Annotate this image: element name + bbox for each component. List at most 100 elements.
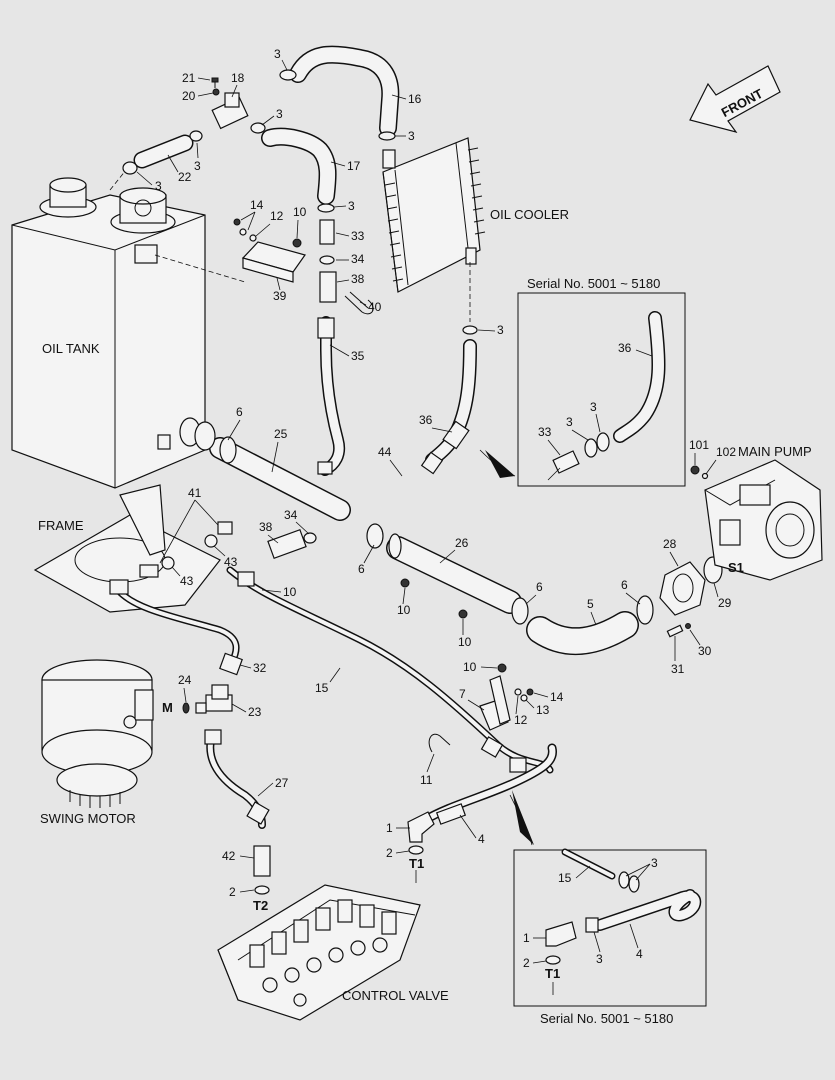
bracket-7 [428,663,534,753]
part-label: 10 [397,603,411,617]
inset-top-serial: Serial No. 5001 ~ 5180 [527,276,660,291]
part-label: 43 [224,555,238,569]
part-label: 33 [351,229,365,243]
port-t2: T2 [253,898,268,913]
hose-clamps [122,69,478,335]
part-label: 43 [180,574,194,588]
inset-top [479,292,686,487]
oil-tank-caption: OIL TANK [42,341,100,356]
part-label: 22 [178,170,192,184]
control-valve-caption: CONTROL VALVE [342,988,449,1003]
port-m: M [162,700,173,715]
part-label: 14 [250,198,264,212]
main-pump [690,459,823,581]
swing-motor [41,659,154,808]
part-label: 34 [351,252,365,266]
cooler-fins [384,147,486,282]
part-label: 27 [275,776,289,790]
part-label: 15 [558,871,572,885]
part-label: 32 [253,661,267,675]
inset-bottom-serial: Serial No. 5001 ~ 5180 [540,1011,673,1026]
part-label: 33 [538,425,552,439]
port-t1-inset: T1 [545,966,560,981]
part-label: 6 [621,578,628,592]
control-valve [217,884,421,1021]
part-label: 18 [231,71,245,85]
part-label: 28 [663,537,677,551]
oil-cooler-caption: OIL COOLER [490,207,569,222]
part-labels: 3 16 3 21 20 18 3 3 22 3 17 3 14 12 10 3… [136,47,736,970]
part-label: 15 [315,681,329,695]
part-label: 38 [351,272,365,286]
part-label: 3 [276,107,283,121]
part-label: 41 [188,486,202,500]
bracket-39 [233,218,306,283]
part-label: 2 [523,956,530,970]
part-label: 40 [368,300,382,314]
port-s1: S1 [728,560,744,575]
tee-fitting [211,77,249,130]
part-label: 14 [550,690,564,704]
oil-tank [11,177,206,489]
frame [33,484,221,613]
part-label: 1 [523,931,530,945]
part-label: 20 [182,89,196,103]
part-label: 29 [718,596,732,610]
part-label: 3 [155,179,162,193]
valve-spools [249,899,397,1007]
part-label: 3 [408,129,415,143]
part-label: 39 [273,289,287,303]
part-label: 7 [459,687,466,701]
part-label: 35 [351,349,365,363]
inset-bottom [509,790,707,1007]
part-label: 3 [651,856,658,870]
part-label: 24 [178,673,192,687]
frame-caption: FRAME [38,518,84,533]
suction-pipe-26 [366,523,529,625]
part-label: 10 [293,205,307,219]
pump-suction-flange [659,556,723,638]
swing-motor-caption: SWING MOTOR [40,811,136,826]
part-label: 38 [259,520,273,534]
part-label: 3 [348,199,355,213]
part-label: 102 [716,445,736,459]
oil-cooler [382,137,486,293]
part-label: 16 [408,92,422,106]
part-label: 10 [458,635,472,649]
part-label: 6 [358,562,365,576]
part-label: 11 [420,773,433,787]
part-label: 3 [566,415,573,429]
part-label: 6 [236,405,243,419]
part-label: 25 [274,427,288,441]
part-label: 26 [455,536,469,550]
port-t1: T1 [409,856,424,871]
part-label: 1 [386,821,393,835]
part-label: 3 [274,47,281,61]
part-label: 17 [347,159,361,173]
swing-elbow [182,684,233,714]
part-label: 44 [378,445,392,459]
part-label: 23 [248,705,262,719]
frame-fittings [139,521,233,578]
part-label: 12 [270,209,284,223]
part-label: 2 [386,846,393,860]
valve-t1-fitting [407,811,435,855]
part-label: 3 [497,323,504,337]
part-label: 10 [283,585,297,599]
part-label: 36 [618,341,632,355]
part-label: 101 [689,438,709,452]
part-label: 3 [596,952,603,966]
front-arrow: FRONT [689,65,781,134]
part-label: 3 [194,159,201,173]
part-label: 10 [463,660,477,674]
part-label: 6 [536,580,543,594]
part-label: 5 [587,597,594,611]
part-label: 42 [222,849,236,863]
part-label: 4 [478,832,485,846]
part-label: 13 [536,703,550,717]
part-label: 36 [419,413,433,427]
part-label: 12 [514,713,528,727]
part-label: 3 [590,400,597,414]
part-label: 4 [636,947,643,961]
part-label: 30 [698,644,712,658]
